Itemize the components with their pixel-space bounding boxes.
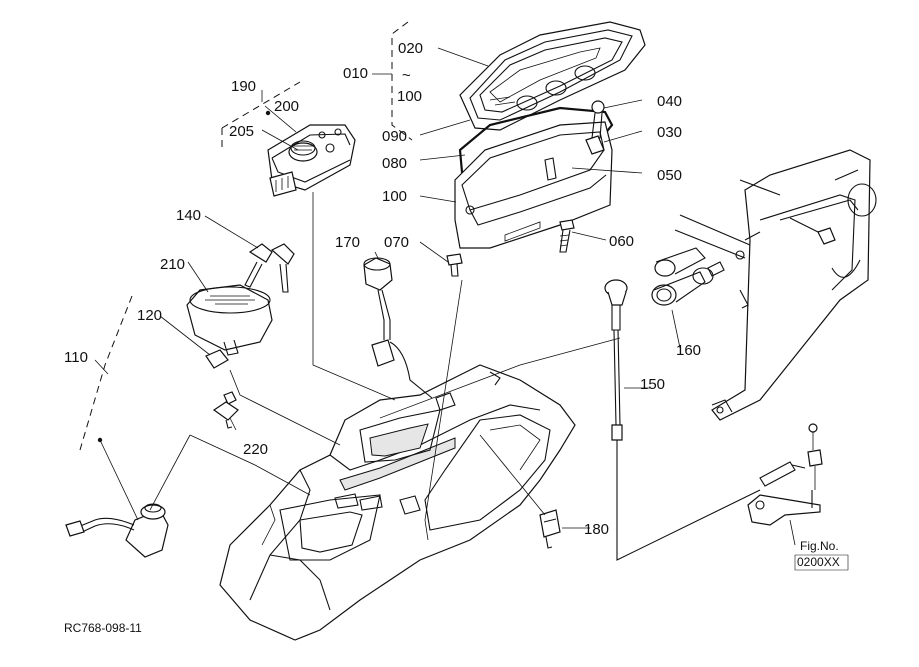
switch-panel [267,124,356,197]
throttle-cable [604,279,761,561]
figure-ref-title: Fig.No. [800,539,839,553]
key-switch-assembly [65,503,169,558]
frame-bracket [674,149,877,421]
screw-060 [559,219,575,253]
leader-lines [149,47,796,546]
group-bracket-190 [221,81,301,148]
label-080: 080 [382,155,407,172]
group-bracket-110 [79,295,139,521]
label-160: 160 [676,342,701,359]
fitting-220 [212,391,239,429]
label-050: 050 [657,167,682,184]
label-090: 090 [382,128,407,145]
keys [244,243,295,293]
lever-assembly [747,423,823,526]
drawing-code: RC768-098-11 [64,621,142,635]
console-body [219,364,576,641]
power-socket [651,247,714,306]
screw-070 [446,253,463,277]
meter-case [454,121,613,249]
label-220: 220 [243,441,268,458]
label-110: 110 [64,349,88,366]
figure-ref-number: 0200XX [797,555,840,569]
label-140: 140 [176,207,201,224]
screw-030 [585,135,605,155]
switch-180 [539,509,561,549]
label-210: 210 [160,256,185,273]
label-205: 205 [229,123,254,140]
label-100-range: 100 [397,88,422,105]
key-switch-bezel [186,284,273,356]
label-200: 200 [274,98,299,115]
nut-120 [205,349,229,369]
label-100: 100 [382,188,407,205]
sensor-170 [363,257,433,399]
meter-panel-cover [459,21,646,131]
label-030: 030 [657,124,682,141]
group-bracket-010 [391,21,413,141]
label-tilde: ~ [402,67,411,84]
label-070: 070 [384,234,409,251]
label-180: 180 [584,521,609,538]
label-120: 120 [137,307,162,324]
label-020: 020 [398,40,423,57]
label-150: 150 [640,376,665,393]
label-010: 010 [343,65,368,82]
label-040: 040 [657,93,682,110]
label-190: 190 [231,78,256,95]
label-060: 060 [609,233,634,250]
label-170: 170 [335,234,360,251]
